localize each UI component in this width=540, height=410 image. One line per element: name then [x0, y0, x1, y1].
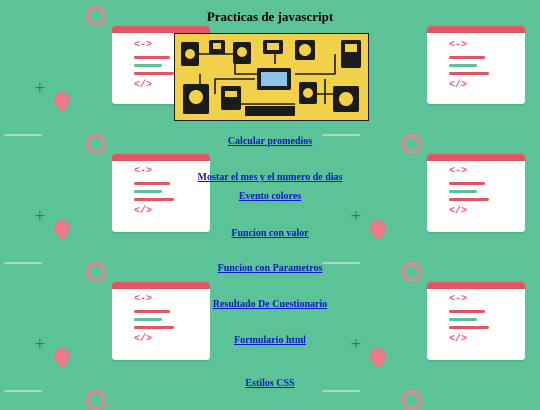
lightbulb-icon: [370, 220, 386, 239]
plus-icon: +: [350, 336, 362, 352]
gear-icon: [402, 134, 422, 154]
link-mostrar-mes[interactable]: Mostar el mes y el numero de dias: [197, 172, 343, 183]
dash-decoration: [4, 134, 42, 136]
code-card-decoration: <-> </>: [112, 282, 210, 360]
plus-icon: +: [350, 208, 362, 224]
gear-icon: [86, 6, 106, 26]
code-card-decoration: <-> </>: [427, 282, 525, 360]
link-calcular-promedios[interactable]: Calcular promedios: [227, 136, 313, 147]
dash-decoration: [322, 262, 360, 264]
gear-icon: [86, 134, 106, 154]
plus-icon: +: [34, 208, 46, 224]
dash-decoration: [4, 262, 42, 264]
gear-icon: [86, 262, 106, 282]
electronic-circuit-illustration: [181, 40, 361, 116]
plus-icon: +: [34, 80, 46, 96]
lightbulb-icon: [54, 220, 70, 239]
lightbulb-icon: [370, 348, 386, 367]
link-formulario-html[interactable]: Formulario html: [234, 335, 306, 346]
dash-decoration: [322, 134, 360, 136]
link-estilos-css[interactable]: Estilos CSS: [245, 378, 295, 389]
gear-icon: [402, 390, 422, 410]
hero-image: [174, 33, 369, 121]
code-card-decoration: <-> </>: [427, 26, 525, 104]
dash-decoration: [322, 390, 360, 392]
lightbulb-icon: [54, 92, 70, 111]
plus-icon: +: [34, 336, 46, 352]
gear-icon: [402, 262, 422, 282]
link-funcion-con-parametros[interactable]: Funcion con Parametros: [217, 263, 323, 274]
code-card-decoration: <-> </>: [427, 154, 525, 232]
link-resultado-cuestionario[interactable]: Resultado De Cuestionario: [212, 299, 328, 310]
gear-icon: [86, 390, 106, 410]
lightbulb-icon: [54, 348, 70, 367]
code-card-decoration: <-> </>: [112, 154, 210, 232]
link-funcion-con-valor[interactable]: Funcion con valor: [231, 228, 309, 239]
link-evento-colores[interactable]: Evento colores: [238, 191, 302, 202]
dash-decoration: [4, 390, 42, 392]
page-title: Practicas de javascript: [206, 9, 334, 24]
